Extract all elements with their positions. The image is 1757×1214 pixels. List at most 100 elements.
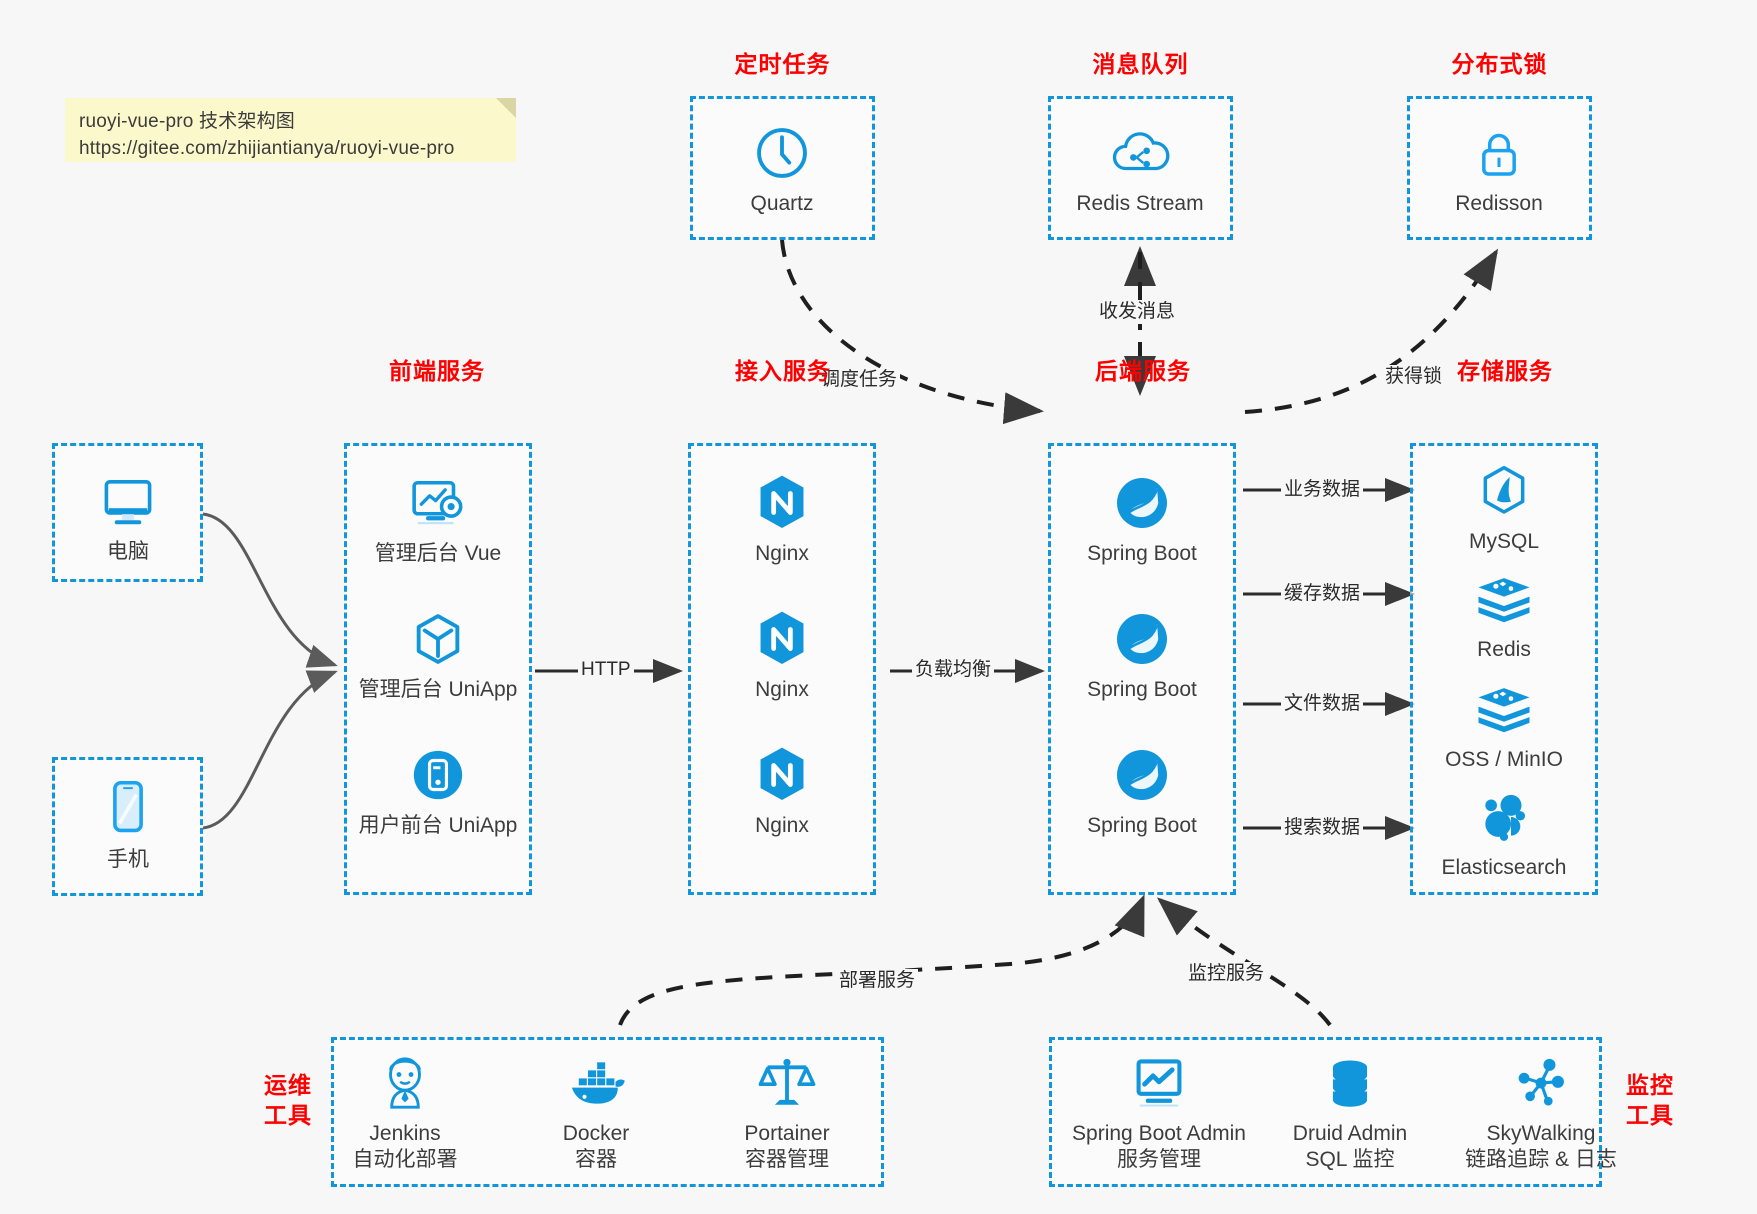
note-url: https://gitee.com/zhijiantianya/ruoyi-vu… — [79, 138, 455, 159]
node-mysql[interactable]: MySQL — [1414, 460, 1594, 555]
node-nginx-2[interactable]: Nginx — [692, 608, 872, 703]
node-spring-boot-1[interactable]: Spring Boot — [1052, 472, 1232, 567]
group-title-lock: 分布式锁 — [1451, 51, 1548, 77]
node-label: Quartz — [750, 192, 814, 215]
group-title-monitor: 监控 工具 — [1620, 1070, 1680, 1130]
node-redis-stream[interactable]: Redis Stream — [1050, 122, 1230, 217]
group-title-backend: 后端服务 — [1095, 358, 1191, 384]
cloud-stream-icon — [1050, 122, 1230, 184]
node-sublabel: SQL 监控 — [1305, 1148, 1395, 1171]
node-label: OSS / MinIO — [1445, 748, 1563, 771]
node-quartz[interactable]: Quartz — [692, 122, 872, 217]
node-nginx-1[interactable]: Nginx — [692, 472, 872, 567]
cube-icon — [348, 608, 528, 670]
redis-icon — [1414, 568, 1594, 630]
node-label: Jenkins — [369, 1122, 441, 1145]
node-label: Spring Boot — [1087, 678, 1197, 701]
node-sublabel: 容器 — [575, 1148, 617, 1171]
elasticsearch-icon — [1414, 786, 1594, 848]
monitor-chart-icon — [1061, 1052, 1257, 1114]
lock-icon — [1409, 122, 1589, 184]
node-admin-uniapp[interactable]: 管理后台 UniApp — [348, 608, 528, 703]
node-label: Druid Admin — [1292, 1122, 1408, 1145]
node-druid-admin[interactable]: Druid Admin SQL 监控 — [1252, 1052, 1448, 1173]
mysql-icon — [1414, 460, 1594, 522]
node-sublabel: 容器管理 — [745, 1148, 829, 1171]
node-label: MySQL — [1468, 530, 1539, 553]
node-jenkins[interactable]: Jenkins 自动化部署 — [325, 1052, 485, 1173]
edge-label-business-data: 业务数据 — [1281, 478, 1364, 502]
node-computer[interactable]: 电脑 — [38, 470, 218, 565]
node-oss-minio[interactable]: OSS / MinIO — [1414, 678, 1594, 773]
spring-icon — [1052, 744, 1232, 806]
node-label: Redisson — [1455, 192, 1543, 215]
mobile-icon — [38, 778, 218, 840]
group-box-scheduler — [690, 96, 875, 240]
group-title-mq: 消息队列 — [1092, 51, 1189, 77]
node-label: Nginx — [755, 542, 809, 565]
note-title: ruoyi-vue-pro 技术架构图 — [79, 111, 296, 132]
node-spring-boot-3[interactable]: Spring Boot — [1052, 744, 1232, 839]
node-sublabel: 链路追踪 & 日志 — [1465, 1148, 1617, 1171]
node-label: 管理后台 Vue — [374, 542, 502, 565]
note-fold-icon — [496, 98, 516, 118]
node-label: Redis — [1477, 638, 1531, 661]
node-sublabel: 服务管理 — [1117, 1148, 1201, 1171]
node-label: SkyWalking — [1486, 1122, 1596, 1145]
node-user-uniapp[interactable]: 用户前台 UniApp — [348, 744, 528, 839]
node-spring-boot-admin[interactable]: Spring Boot Admin 服务管理 — [1061, 1052, 1257, 1173]
group-title-devops-line2: 工具 — [264, 1102, 312, 1128]
node-label: Portainer — [744, 1122, 830, 1145]
clock-icon — [692, 122, 872, 184]
jenkins-icon — [325, 1052, 485, 1114]
node-nginx-3[interactable]: Nginx — [692, 744, 872, 839]
node-portainer[interactable]: Portainer 容器管理 — [707, 1052, 867, 1173]
node-label: Nginx — [755, 678, 809, 701]
group-box-lock — [1407, 96, 1592, 240]
diagram-note: ruoyi-vue-pro 技术架构图 https://gitee.com/zh… — [65, 98, 516, 162]
nginx-icon — [692, 608, 872, 670]
group-title-storage: 存储服务 — [1457, 358, 1553, 384]
nginx-icon — [692, 744, 872, 806]
node-label: Spring Boot — [1087, 542, 1197, 565]
database-icon — [1252, 1052, 1448, 1114]
node-redis[interactable]: Redis — [1414, 568, 1594, 663]
node-label: Redis Stream — [1076, 192, 1204, 215]
scales-icon — [707, 1052, 867, 1114]
node-spring-boot-2[interactable]: Spring Boot — [1052, 608, 1232, 703]
edge-label-http: HTTP — [578, 658, 634, 682]
node-label: 用户前台 UniApp — [358, 814, 518, 837]
app-icon — [348, 744, 528, 806]
spring-icon — [1052, 472, 1232, 534]
group-title-gateway: 接入服务 — [735, 358, 831, 384]
node-redisson[interactable]: Redisson — [1409, 122, 1589, 217]
edge-label-file-data: 文件数据 — [1281, 692, 1364, 716]
group-title-devops: 运维 工具 — [258, 1070, 318, 1130]
group-title-scheduler: 定时任务 — [734, 51, 831, 77]
edge-label-load-balance: 负载均衡 — [912, 658, 995, 682]
edge-label-deploy-service: 部署服务 — [836, 969, 919, 993]
node-docker[interactable]: Docker 容器 — [516, 1052, 676, 1173]
spring-icon — [1052, 608, 1232, 670]
nginx-icon — [692, 472, 872, 534]
node-admin-vue[interactable]: 管理后台 Vue — [348, 472, 528, 567]
dashboard-icon — [348, 472, 528, 534]
group-title-monitor-line1: 监控 — [1626, 1072, 1674, 1098]
node-label: Spring Boot Admin — [1072, 1122, 1246, 1145]
edge-label-send-recv-message: 收发消息 — [1096, 300, 1179, 324]
group-title-monitor-line2: 工具 — [1626, 1102, 1674, 1128]
group-title-frontend: 前端服务 — [389, 358, 485, 384]
desktop-icon — [38, 470, 218, 532]
node-label: Spring Boot — [1087, 814, 1197, 837]
node-label: Docker — [562, 1122, 630, 1145]
node-elasticsearch[interactable]: Elasticsearch — [1414, 786, 1594, 881]
node-skywalking[interactable]: SkyWalking 链路追踪 & 日志 — [1443, 1052, 1639, 1173]
group-box-devops — [331, 1037, 884, 1187]
edge-label-acquire-lock: 获得锁 — [1382, 365, 1446, 389]
docker-icon — [516, 1052, 676, 1114]
redis-icon — [1414, 678, 1594, 740]
node-phone[interactable]: 手机 — [38, 778, 218, 873]
node-label: 电脑 — [107, 540, 149, 563]
node-sublabel: 自动化部署 — [352, 1148, 458, 1171]
edge-label-schedule-task: 调度任务 — [818, 368, 901, 392]
